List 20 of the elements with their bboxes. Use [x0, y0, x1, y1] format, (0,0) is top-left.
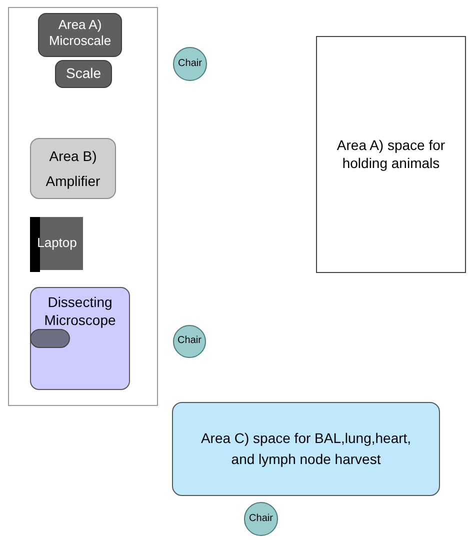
label-text: Chair: [178, 58, 202, 70]
label-text: Chair: [249, 512, 273, 526]
area-box: [316, 36, 466, 273]
microscope-box: [30, 287, 130, 390]
eyepiece-shape: [30, 329, 70, 348]
table-outline: [8, 7, 158, 406]
label-text: Area A) Microscale: [48, 16, 112, 50]
label-text: Dissecting Microscope: [43, 294, 117, 329]
label-text: Area C) space for BAL,lung,heart, and lymph node harvest: [200, 429, 412, 469]
label-text: Area B) Amplifier: [44, 147, 102, 191]
equipment-box: [38, 13, 122, 57]
chair-circle: [173, 47, 207, 81]
equipment-box: [55, 60, 112, 88]
equipment-box: [30, 138, 116, 199]
chair-circle: [173, 325, 206, 358]
label-text: Chair: [178, 335, 202, 348]
area-box: [172, 402, 440, 496]
label-text: Area A) space for holding animals: [336, 137, 446, 172]
label-text: Scale: [66, 65, 102, 83]
chair-circle: [244, 502, 278, 536]
